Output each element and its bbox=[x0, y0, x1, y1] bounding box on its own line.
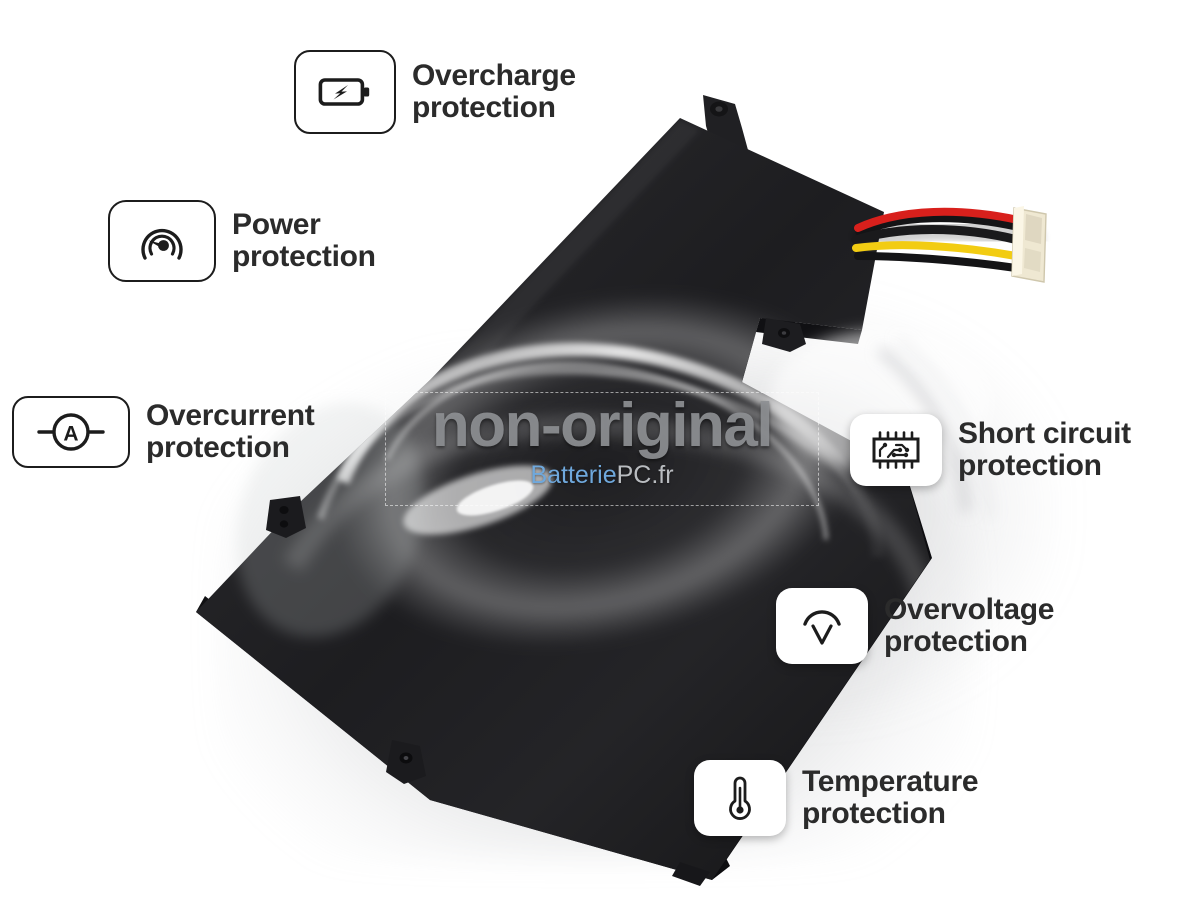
feature-temperature-protection: Temperature protection bbox=[694, 760, 979, 836]
cable-wire-black bbox=[855, 213, 1021, 237]
cable-wire-yellow bbox=[852, 241, 1020, 260]
corner-nub bbox=[672, 862, 710, 886]
feature-label: Short circuit protection bbox=[958, 416, 1131, 482]
gauge-icon bbox=[137, 218, 187, 264]
feature-label: Overcharge protection bbox=[412, 58, 576, 124]
feature-label: Temperature protection bbox=[802, 764, 979, 830]
mounting-tab-bottom bbox=[386, 740, 426, 784]
mounting-tab-left bbox=[266, 496, 306, 538]
chip-icon-badge bbox=[850, 414, 942, 486]
cable-wire-black-2 bbox=[851, 225, 1023, 245]
gauge-icon-badge bbox=[108, 200, 216, 282]
battery-bolt-icon bbox=[318, 75, 372, 109]
feature-label: Overcurrent protection bbox=[146, 398, 315, 464]
feature-overvoltage-protection: Overvoltage protection bbox=[776, 588, 1054, 664]
feature-overcharge-protection: Overcharge protection bbox=[294, 50, 576, 134]
battery-cable-harness bbox=[851, 206, 1047, 283]
battery-bolt-icon-badge bbox=[294, 50, 396, 134]
voltmeter-icon-badge bbox=[776, 588, 868, 664]
mounting-tab-step bbox=[762, 318, 806, 352]
cable-connector bbox=[1011, 206, 1047, 283]
cable-wire-black-3 bbox=[854, 252, 1020, 272]
cable-wire-red bbox=[854, 207, 1022, 232]
feature-overcurrent-protection: A Overcurrent protection bbox=[12, 396, 315, 468]
chip-icon bbox=[866, 428, 926, 472]
svg-text:A: A bbox=[63, 423, 78, 446]
feature-label: Overvoltage protection bbox=[884, 592, 1055, 658]
thermometer-icon-badge bbox=[694, 760, 786, 836]
thermometer-icon bbox=[723, 774, 757, 822]
ammeter-icon-badge: A bbox=[12, 396, 130, 468]
voltmeter-icon bbox=[798, 604, 846, 648]
ammeter-icon: A bbox=[35, 411, 107, 453]
feature-short-circuit-protection: Short circuit protection bbox=[850, 414, 1131, 486]
feature-power-protection: Power protection bbox=[108, 200, 376, 282]
feature-label: Power protection bbox=[232, 207, 376, 273]
